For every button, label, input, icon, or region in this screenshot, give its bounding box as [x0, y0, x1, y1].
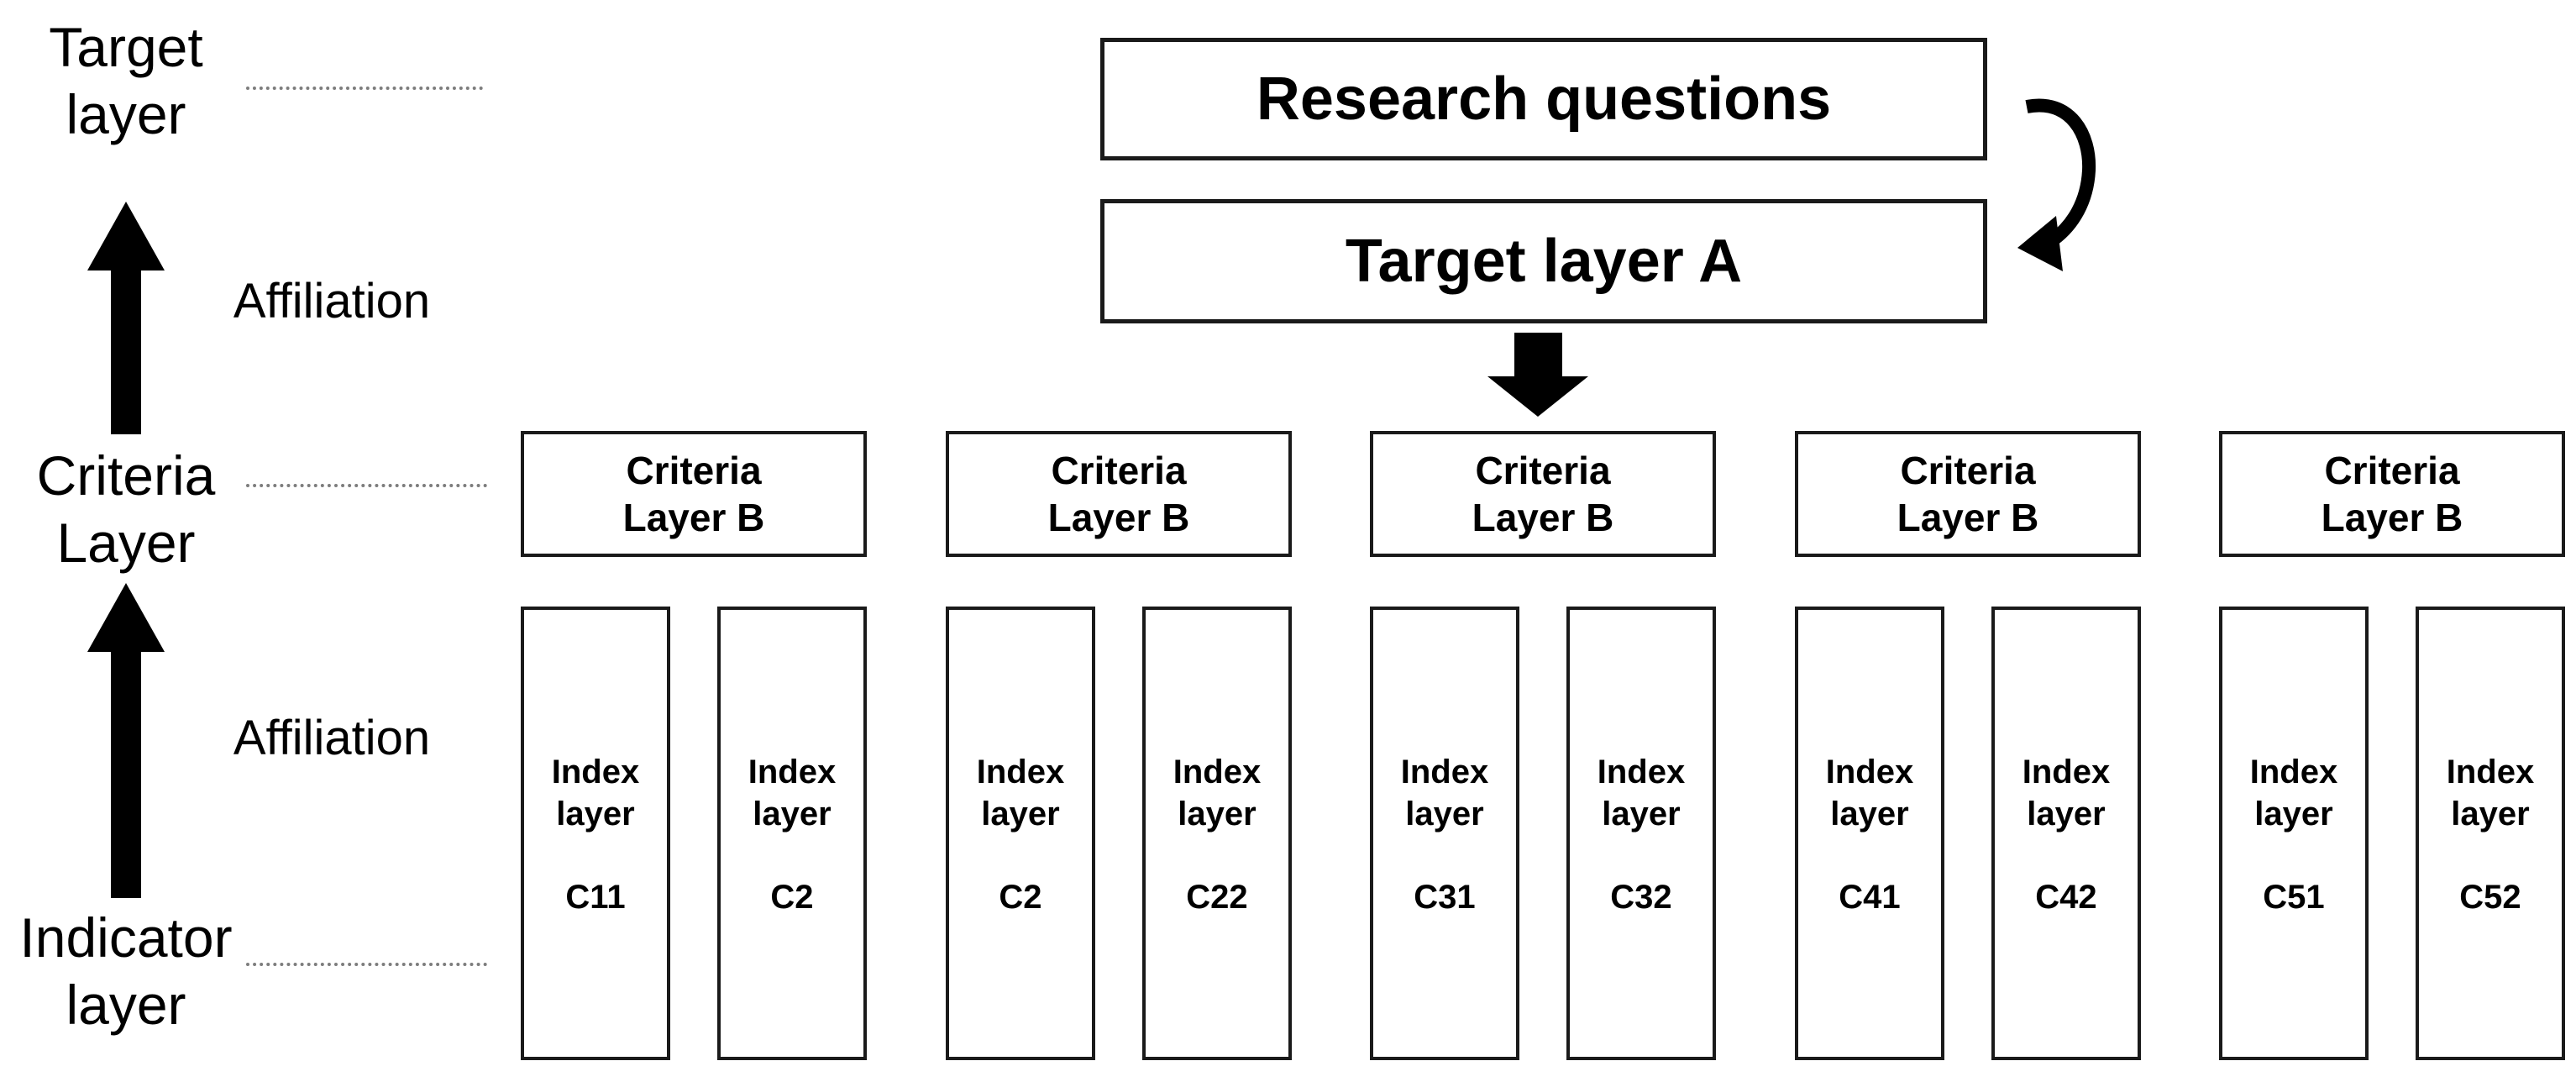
target-layer-a-box: Target layer A	[1100, 199, 1987, 323]
criteria-box-label: Criteria Layer B	[2321, 449, 2463, 539]
index-box-title: Index layer	[2022, 754, 2111, 833]
index-box-c11: Index layer C11	[521, 607, 670, 1060]
index-box-code: C22	[1186, 879, 1248, 916]
index-box-c22: Index layer C22	[1142, 607, 1292, 1060]
criteria-box-3: Criteria Layer B	[1370, 431, 1716, 557]
affiliation-arrow-up-icon	[87, 202, 165, 434]
index-box-title: Index layer	[1825, 754, 1914, 833]
index-box-code: C32	[1610, 879, 1672, 916]
criteria-box-5: Criteria Layer B	[2219, 431, 2565, 557]
target-layer-a-text: Target layer A	[1345, 228, 1743, 295]
index-box-title: Index layer	[2446, 754, 2535, 833]
target-layer-label: Target layer	[49, 16, 203, 145]
target-level-dotted-line	[246, 87, 483, 90]
index-box-c52: Index layer C52	[2416, 607, 2565, 1060]
affiliation-top-label: Affiliation	[233, 274, 431, 328]
index-box-code: C2	[770, 879, 814, 916]
index-box-title: Index layer	[748, 754, 837, 833]
index-box-title: Index layer	[551, 754, 640, 833]
affiliation-arrow-up-icon	[87, 583, 165, 898]
criteria-layer-label: Criteria Layer	[36, 444, 216, 574]
index-box-code: C2	[999, 879, 1042, 916]
criteria-box-label: Criteria Layer B	[1047, 449, 1190, 539]
index-box-c41: Index layer C41	[1795, 607, 1944, 1060]
criteria-box-label: Criteria Layer B	[1472, 449, 1614, 539]
criteria-box-label: Criteria Layer B	[1897, 449, 2039, 539]
research-questions-box: Research questions	[1100, 38, 1987, 160]
index-box-code: C42	[2035, 879, 2097, 916]
index-box-c2a: Index layer C2	[717, 607, 867, 1060]
index-box-c31: Index layer C31	[1370, 607, 1519, 1060]
criteria-box-2: Criteria Layer B	[946, 431, 1292, 557]
index-box-title: Index layer	[2249, 754, 2338, 833]
index-box-title: Index layer	[1173, 754, 1262, 833]
index-box-c32: Index layer C32	[1566, 607, 1716, 1060]
index-box-title: Index layer	[1597, 754, 1686, 833]
decomposition-arrow-down-icon	[1487, 333, 1588, 417]
index-box-title: Index layer	[976, 754, 1065, 833]
feedback-curved-arrow-icon	[2017, 98, 2096, 271]
index-box-code: C51	[2263, 879, 2325, 916]
index-box-c51: Index layer C51	[2219, 607, 2369, 1060]
index-box-code: C41	[1839, 879, 1901, 916]
indicator-level-dotted-line	[246, 963, 487, 966]
criteria-box-label: Criteria Layer B	[622, 449, 765, 539]
research-questions-text: Research questions	[1256, 66, 1832, 133]
index-box-title: Index layer	[1400, 754, 1489, 833]
index-box-code: C11	[565, 879, 626, 916]
criteria-box-1: Criteria Layer B	[521, 431, 867, 557]
criteria-box-4: Criteria Layer B	[1795, 431, 2141, 557]
index-box-code: C52	[2459, 879, 2521, 916]
index-box-c42: Index layer C42	[1991, 607, 2141, 1060]
indicator-layer-label: Indicator layer	[19, 906, 233, 1036]
criteria-level-dotted-line	[246, 484, 487, 487]
affiliation-bottom-label: Affiliation	[233, 711, 431, 765]
index-box-code: C31	[1414, 879, 1476, 916]
index-box-c2b: Index layer C2	[946, 607, 1095, 1060]
